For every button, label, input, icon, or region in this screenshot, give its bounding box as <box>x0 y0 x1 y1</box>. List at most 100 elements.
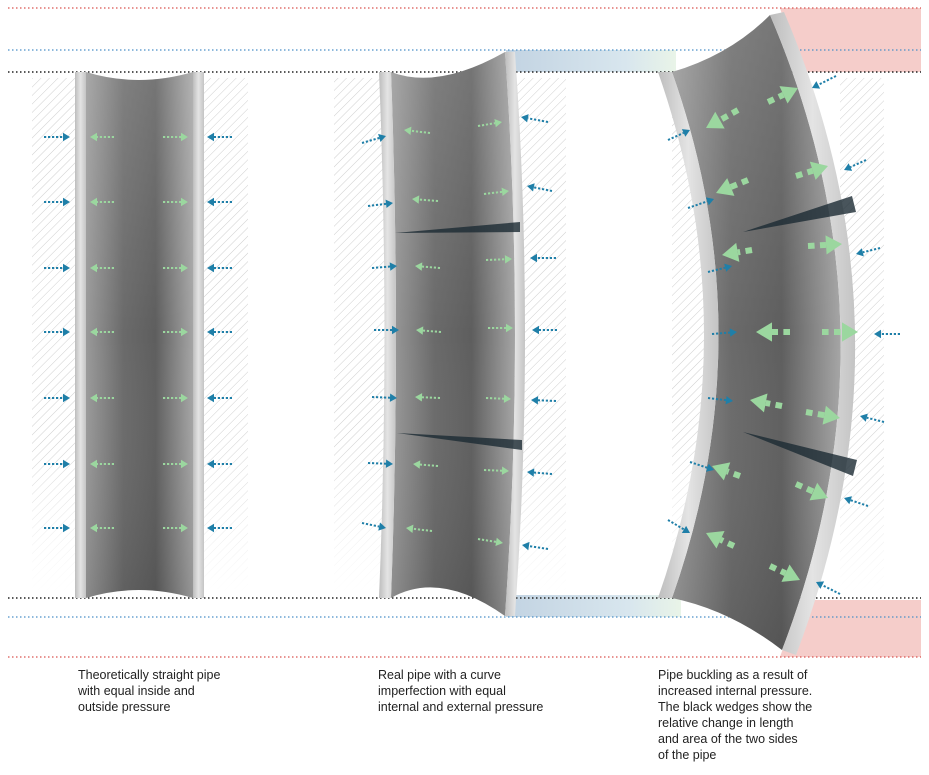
pipe-curved <box>334 52 566 616</box>
inside-pressure-arrow-icon <box>163 393 188 403</box>
outside-pressure-arrow-icon <box>527 183 553 192</box>
inside-pressure-arrow-icon <box>805 405 840 425</box>
outside-pressure-arrow-icon <box>367 199 393 209</box>
pipe-wall-left <box>75 72 86 598</box>
outside-pressure-arrow-icon <box>874 329 900 339</box>
outside-pressure-arrow-icon <box>361 133 386 144</box>
red-band-top <box>780 8 921 72</box>
inside-pressure-arrow-icon <box>163 523 188 533</box>
inside-pressure-arrow-icon <box>406 524 433 533</box>
inside-pressure-arrow-icon <box>415 262 441 271</box>
outside-pressure-arrow-icon <box>687 197 714 209</box>
outside-pressure-arrow-icon <box>361 522 386 531</box>
outside-pressure-arrow-icon <box>532 325 557 335</box>
inside-pressure-arrow-icon <box>163 263 188 273</box>
outside-pressure-arrow-icon <box>371 393 397 402</box>
black-wedge <box>397 433 522 450</box>
inside-pressure-arrow-icon <box>485 394 511 403</box>
outside-pressure-arrow-icon <box>707 395 733 405</box>
outside-pressure-arrow-icon <box>207 523 232 533</box>
caption-curved-pipe: Real pipe with a curve imperfection with… <box>378 668 544 714</box>
outside-pressure-arrow-icon <box>207 197 232 207</box>
inside-pressure-arrow-icon <box>706 107 740 129</box>
pressure-arrows <box>44 75 900 595</box>
inside-pressure-arrow-icon <box>90 523 114 533</box>
outside-pressure-arrow-icon <box>521 114 549 123</box>
outside-pressure-arrow-icon <box>374 325 399 335</box>
inside-pressure-arrow-icon <box>722 242 753 262</box>
inside-pressure-arrow-icon <box>768 563 800 582</box>
inside-pressure-arrow-icon <box>163 327 188 337</box>
outside-pressure-arrow-icon <box>812 75 837 89</box>
inside-pressure-arrow-icon <box>404 126 431 135</box>
inside-pressure-arrow-icon <box>483 466 509 475</box>
inside-pressure-arrow-icon <box>90 132 114 142</box>
outside-pressure-arrow-icon <box>816 581 841 595</box>
inside-pressure-arrow-icon <box>90 327 114 337</box>
pipe-wall-right <box>193 72 204 598</box>
inside-pressure-arrow-icon <box>706 531 736 549</box>
inside-pressure-arrow-icon <box>794 481 828 501</box>
outside-pressure-arrow-icon <box>527 468 553 477</box>
inside-pressure-arrow-icon <box>412 195 439 204</box>
inside-pressure-arrow-icon <box>750 393 783 413</box>
outside-pressure-arrow-icon <box>44 263 70 273</box>
inside-pressure-arrow-icon <box>795 161 828 180</box>
black-wedge <box>743 432 857 476</box>
outside-pressure-arrow-icon <box>367 459 393 468</box>
outside-pressure-arrow-icon <box>207 132 232 142</box>
red-band-bottom <box>780 600 921 657</box>
outside-pressure-arrow-icon <box>530 253 556 263</box>
outside-pressure-arrow-icon <box>207 393 232 403</box>
inside-pressure-arrow-icon <box>477 537 503 547</box>
inside-pressure-arrow-icon <box>163 459 188 469</box>
outside-pressure-arrow-icon <box>44 459 70 469</box>
blue-band-bottom <box>506 595 681 617</box>
pipe-wall-right <box>770 12 856 655</box>
outside-pressure-arrow-icon <box>44 393 70 403</box>
outside-pressure-arrow-icon <box>44 132 70 142</box>
inside-pressure-arrow-icon <box>416 326 442 335</box>
blue-band-top <box>506 50 676 72</box>
inside-pressure-arrow-icon <box>807 235 842 255</box>
outside-pressure-arrow-icon <box>844 159 867 171</box>
inside-pressure-arrow-icon <box>415 393 441 402</box>
inside-pressure-arrow-icon <box>485 255 512 264</box>
inside-pressure-arrow-icon <box>716 177 750 196</box>
black-wedge <box>395 222 520 233</box>
caption-buckled-pipe: Pipe buckling as a result of increased i… <box>658 668 813 762</box>
inside-pressure-arrow-icon <box>483 187 509 197</box>
inside-pressure-arrow-icon <box>488 323 513 333</box>
outside-pressure-arrow-icon <box>531 396 557 405</box>
outside-pressure-arrow-icon <box>860 413 885 423</box>
inside-pressure-arrow-icon <box>477 119 502 128</box>
inside-pressure-arrow-icon <box>712 462 742 481</box>
outside-pressure-arrow-icon <box>44 197 70 207</box>
inside-pressure-arrow-icon <box>163 197 188 207</box>
outside-pressure-arrow-icon <box>44 523 70 533</box>
outside-pressure-arrow-icon <box>207 263 232 273</box>
inside-pressure-arrow-icon <box>90 197 114 207</box>
inside-pressure-arrow-icon <box>90 393 114 403</box>
pipe-wall-right <box>505 52 525 616</box>
outside-pressure-arrow-icon <box>667 519 690 534</box>
outside-pressure-arrow-icon <box>371 262 397 271</box>
pipe-straight <box>32 72 248 598</box>
black-wedge <box>743 196 856 232</box>
outside-pressure-arrow-icon <box>207 459 232 469</box>
inside-pressure-arrow-icon <box>756 322 790 342</box>
outside-pressure-arrow-icon <box>711 328 737 337</box>
outside-pressure-arrow-icon <box>207 327 232 337</box>
inside-pressure-arrow-icon <box>822 322 858 342</box>
inside-pressure-arrow-icon <box>90 263 114 273</box>
caption-straight-pipe: Theoretically straight pipe with equal i… <box>78 668 221 714</box>
inside-pressure-arrow-icon <box>766 86 798 105</box>
outside-pressure-arrow-icon <box>44 327 70 337</box>
outside-pressure-arrow-icon <box>689 461 714 472</box>
outside-pressure-arrow-icon <box>667 129 690 141</box>
outside-pressure-arrow-icon <box>522 541 549 551</box>
outside-pressure-arrow-icon <box>856 247 881 257</box>
inside-pressure-arrow-icon <box>163 132 188 142</box>
outside-pressure-arrow-icon <box>707 263 732 273</box>
